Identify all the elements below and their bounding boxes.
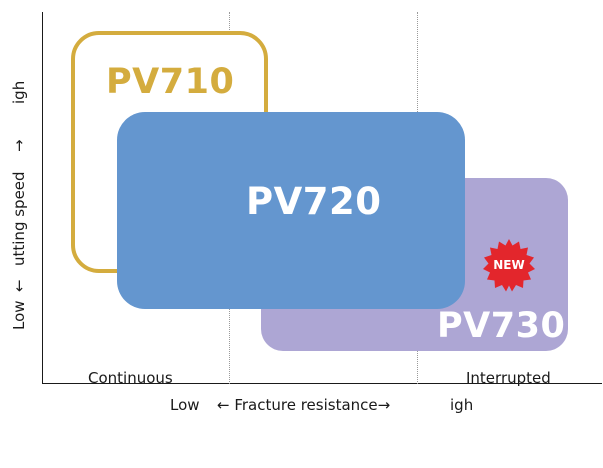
pv720-label: PV720 xyxy=(246,180,382,223)
new-badge-label: NEW xyxy=(493,258,525,272)
y-axis-title: utting speed xyxy=(10,171,28,266)
plot-frame xyxy=(42,12,602,384)
new-badge-icon xyxy=(483,239,535,292)
x-category-interrupted: Interrupted xyxy=(466,369,551,387)
x-category-continuous: Continuous xyxy=(88,369,173,387)
pv720-region xyxy=(117,112,465,309)
y-axis-high: igh xyxy=(10,80,28,104)
x-axis-title: ← Fracture resistance→ xyxy=(217,396,391,414)
x-axis-low: Low xyxy=(170,396,200,414)
x-axis-label: Low ← Fracture resistance→ igh xyxy=(0,396,603,468)
pv710-label: PV710 xyxy=(106,62,235,102)
y-axis-label: Low ← utting speed → igh xyxy=(6,0,36,330)
y-axis-arrow-1: ← xyxy=(10,279,28,292)
y-axis-arrow-2: → xyxy=(10,139,28,152)
x-axis-high: igh xyxy=(450,396,474,414)
pv730-label: PV730 xyxy=(437,306,566,346)
y-axis-low: Low xyxy=(10,300,28,330)
new-badge-shape xyxy=(483,239,535,292)
